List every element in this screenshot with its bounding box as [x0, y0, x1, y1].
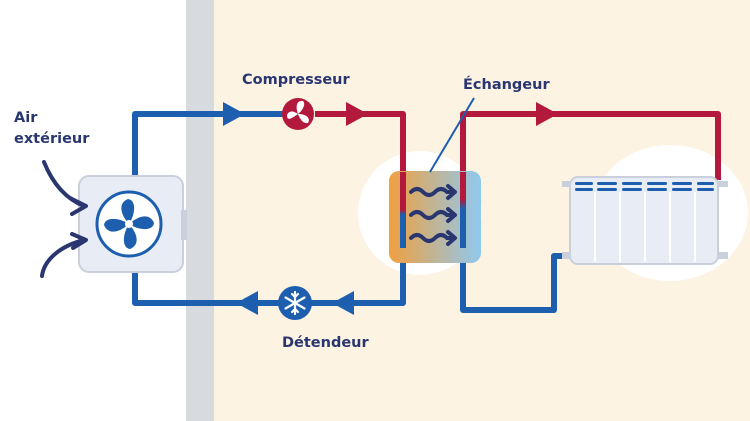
compressor-label: Compresseur: [242, 72, 350, 88]
flow-arrow: [236, 291, 258, 315]
hot-refrigerant-circuit: [315, 111, 406, 172]
expansion-valve-label: Détendeur: [282, 335, 369, 351]
flow-arrow: [332, 291, 354, 315]
exchanger-label: Échangeur: [463, 76, 550, 93]
flow-arrow: [346, 102, 368, 126]
wall: [186, 0, 214, 421]
compressor-icon: [282, 98, 314, 130]
exchanger-pointer: [429, 97, 475, 173]
outdoor-unit: [78, 175, 187, 273]
heat-exchanger: [389, 171, 481, 263]
outdoor-air-label-line2: extérieur: [14, 131, 90, 147]
flow-arrow: [223, 102, 245, 126]
outdoor-air-label-line1: Air: [14, 110, 38, 126]
wavy-arrows-icon: [409, 184, 457, 246]
snowflake-icon: [278, 286, 312, 320]
fan-icon: [95, 190, 163, 258]
radiator-icon: [562, 176, 728, 265]
outdoor-air-arrows: [40, 160, 88, 278]
flow-arrows: [223, 102, 558, 315]
flow-arrow: [536, 102, 558, 126]
heating-water-circuit: [460, 111, 721, 313]
